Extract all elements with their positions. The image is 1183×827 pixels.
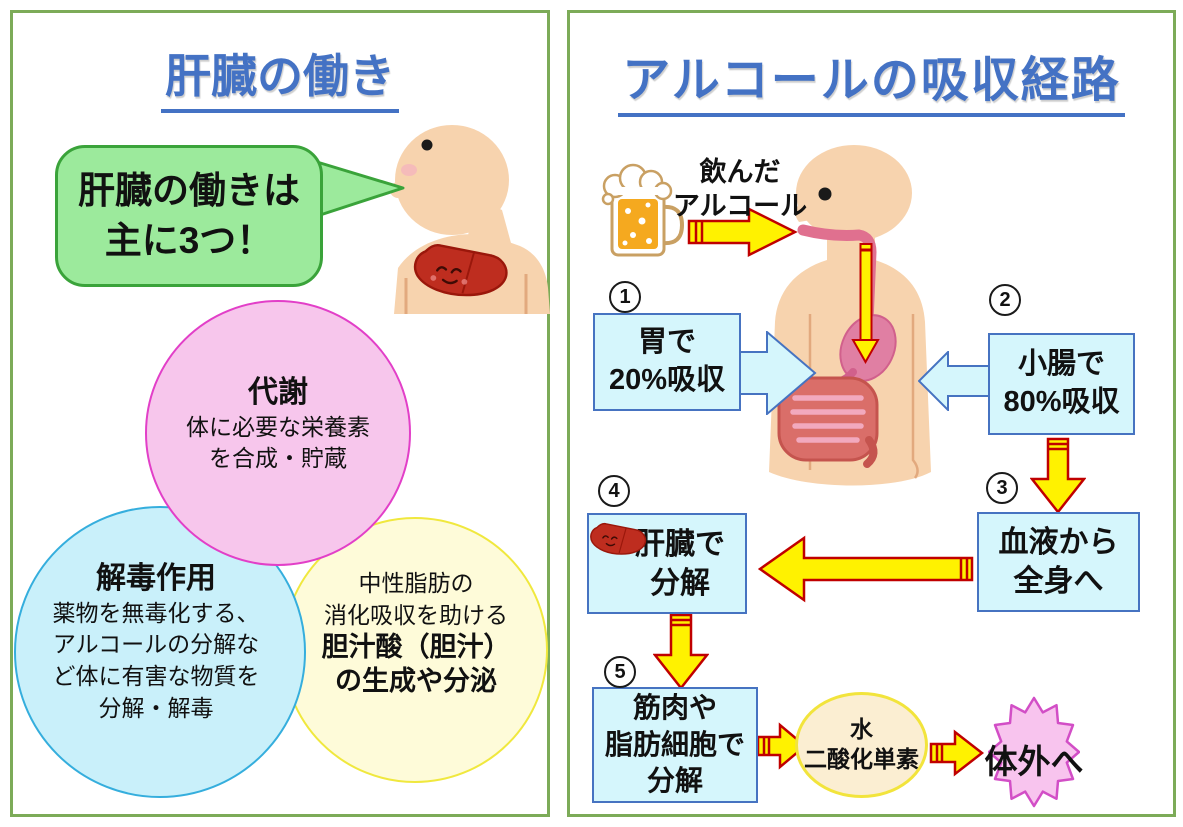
speech-bubble-text: 肝臓の働きは 主に3つ！ xyxy=(78,170,300,261)
eye-icon xyxy=(818,187,832,201)
step-2-badge: 2 xyxy=(989,284,1021,316)
byproducts-ellipse: 水 二酸化単素 xyxy=(795,692,928,798)
stomach-callout-arrow-icon xyxy=(739,331,817,415)
step-1-box: 胃で 20%吸収 xyxy=(593,313,741,411)
arrow-step5-to-byproducts-icon xyxy=(756,722,807,770)
liver-icon xyxy=(590,522,647,555)
bile-text: 中性脂肪の 消化吸収を助ける 胆汁酸（胆汁） の生成や分泌 xyxy=(290,568,542,699)
person-digestion-illustration xyxy=(769,145,931,486)
step-5-box: 筋肉や 脂肪細胞で 分解 xyxy=(592,687,758,803)
swallowed-alcohol-arrow-icon xyxy=(851,243,880,365)
metabolism-text: 代謝 体に必要な栄養素 を合成・貯蔵 xyxy=(150,374,406,475)
arrow-byproducts-to-outcome-icon xyxy=(929,729,985,777)
detox-text: 解毒作用 薬物を無毒化する、 アルコールの分解な ど体に有害な物質を 分解・解毒 xyxy=(22,560,290,724)
left-panel-title: 肝臓の働き xyxy=(10,40,550,113)
drink-label: 飲んだ アルコール xyxy=(672,157,808,221)
person-with-liver-illustration xyxy=(390,125,550,314)
beer-mug-icon xyxy=(601,163,684,257)
intestine-callout-arrow-icon xyxy=(918,351,990,411)
step-3-box: 血液から 全身へ xyxy=(977,512,1140,612)
step-4-badge: 4 xyxy=(598,475,630,507)
byproducts-text: 水 二酸化単素 xyxy=(804,716,919,772)
liver-icon xyxy=(413,244,508,297)
metabolism-body: 体に必要な栄養素 を合成・貯蔵 xyxy=(186,413,370,472)
step-5-badge: 5 xyxy=(604,656,636,688)
arrow-step3-to-step4-icon xyxy=(758,535,974,603)
circle-metabolism xyxy=(145,300,411,566)
outcome-text: 体外へ xyxy=(984,743,1084,780)
speech-bubble-tail xyxy=(316,160,405,218)
detox-heading: 解毒作用 xyxy=(96,562,216,595)
bile-lead: 中性脂肪の 消化吸収を助ける xyxy=(324,570,508,628)
right-panel-title: アルコールの吸収経路 xyxy=(567,40,1176,117)
arrow-step2-to-step3-icon xyxy=(1030,437,1086,514)
eye-icon xyxy=(421,139,433,151)
detox-body: 薬物を無毒化する、 アルコールの分解な ど体に有害な物質を 分解・解毒 xyxy=(52,599,260,721)
step-2-box: 小腸で 80%吸収 xyxy=(988,333,1135,435)
metabolism-heading: 代謝 xyxy=(248,376,308,409)
arrow-step4-to-step5-icon xyxy=(653,613,709,690)
step-3-badge: 3 xyxy=(986,472,1018,504)
step-1-badge: 1 xyxy=(609,281,641,313)
intestines-icon xyxy=(777,376,879,468)
outcome-burst-icon xyxy=(988,696,1080,808)
bile-heading: 胆汁酸（胆汁） の生成や分泌 xyxy=(321,632,511,697)
drink-arrow-icon xyxy=(687,206,798,258)
speech-bubble: 肝臓の働きは 主に3つ！ xyxy=(55,145,323,287)
